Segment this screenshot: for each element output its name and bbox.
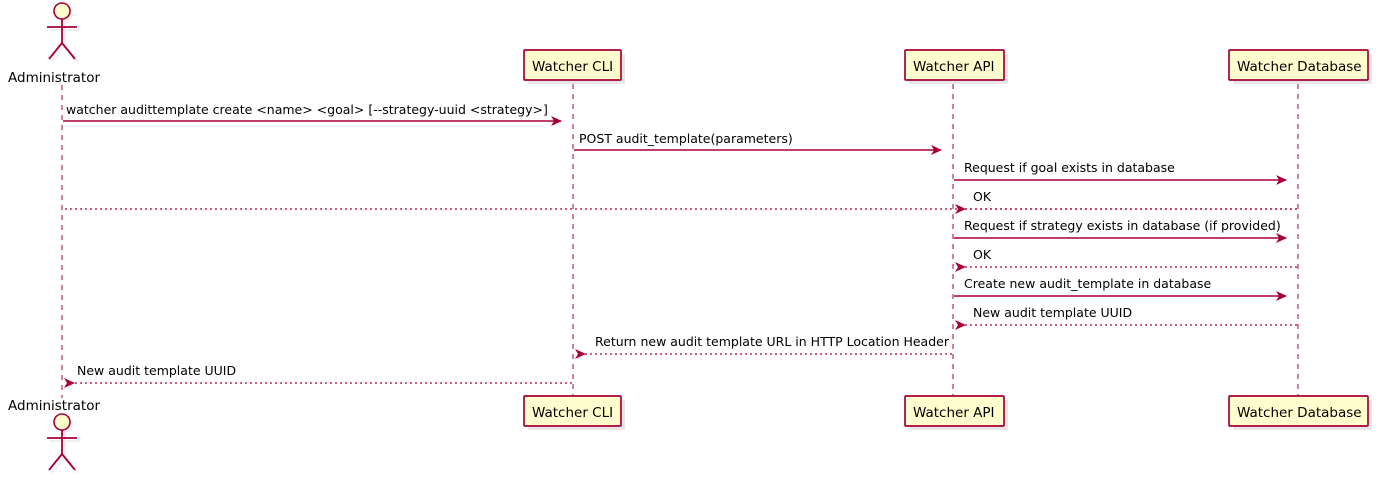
actor-administrator-bottom[interactable]: Administrator	[8, 398, 100, 474]
message-label: Request if strategy exists in database (…	[964, 218, 1281, 233]
actor-head-icon	[53, 2, 71, 20]
message-6-ok-strategy: OK	[973, 247, 992, 262]
lifelines	[61, 84, 1299, 398]
participant-label: Watcher API	[913, 405, 995, 421]
participant-watcher-database-bottom[interactable]: Watcher Database	[1228, 395, 1372, 430]
message-label: OK	[973, 189, 992, 204]
message-label: Create new audit_template in database	[964, 276, 1211, 291]
actor-label-bottom: Administrator	[8, 398, 100, 414]
return-arrows	[64, 204, 1297, 388]
participant-watcher-database-top[interactable]: Watcher Database	[1228, 49, 1372, 84]
participant-box	[1228, 395, 1369, 427]
message-label: watcher audittemplate create <name> <goa…	[66, 102, 548, 117]
message-label: Request if goal exists in database	[964, 160, 1175, 175]
actor-right-leg-icon	[61, 42, 76, 60]
participant-watcher-api-bottom[interactable]: Watcher API	[904, 395, 1008, 430]
participant-label: Watcher Database	[1237, 59, 1362, 75]
participant-watcher-cli-bottom[interactable]: Watcher CLI	[523, 395, 625, 430]
actor-label-top: Administrator	[8, 70, 100, 86]
message-label: Return new audit template URL in HTTP Lo…	[595, 334, 950, 349]
message-label: New audit template UUID	[973, 305, 1132, 320]
message-5-request-strategy-exists: Request if strategy exists in database (…	[954, 218, 1287, 243]
message-label: New audit template UUID	[77, 363, 236, 378]
message-9-return-location-header: Return new audit template URL in HTTP Lo…	[595, 334, 950, 349]
message-10-new-uuid-cli: New audit template UUID	[77, 363, 236, 378]
message-4-ok-goal: OK	[65, 189, 1297, 210]
participant-box	[523, 395, 622, 427]
message-1-audittemplate-create: watcher audittemplate create <name> <goa…	[63, 102, 562, 126]
message-label: OK	[973, 247, 992, 262]
actor-left-leg-bottom-icon	[48, 453, 63, 471]
actor-head-bottom-icon	[53, 413, 71, 431]
participant-box	[1228, 49, 1369, 81]
participant-watcher-api-top[interactable]: Watcher API	[904, 49, 1008, 84]
message-2-post-audit-template: POST audit_template(parameters)	[574, 131, 942, 155]
actor-administrator-top[interactable]: Administrator	[8, 2, 100, 86]
actor-left-leg-icon	[48, 42, 63, 60]
participant-label: Watcher CLI	[532, 405, 613, 421]
message-8-new-uuid-db: New audit template UUID	[973, 305, 1132, 320]
message-label: POST audit_template(parameters)	[579, 131, 793, 146]
actor-right-leg-bottom-icon	[61, 453, 76, 471]
message-7-create-audit-template: Create new audit_template in database	[954, 276, 1287, 301]
participant-box	[523, 49, 622, 81]
participant-box	[904, 395, 1005, 427]
participant-watcher-cli-top[interactable]: Watcher CLI	[523, 49, 625, 84]
participant-label: Watcher Database	[1237, 405, 1362, 421]
participant-label: Watcher CLI	[532, 59, 613, 75]
message-3-request-goal-exists: Request if goal exists in database	[954, 160, 1287, 185]
participant-label: Watcher API	[913, 59, 995, 75]
participant-box	[904, 49, 1005, 81]
